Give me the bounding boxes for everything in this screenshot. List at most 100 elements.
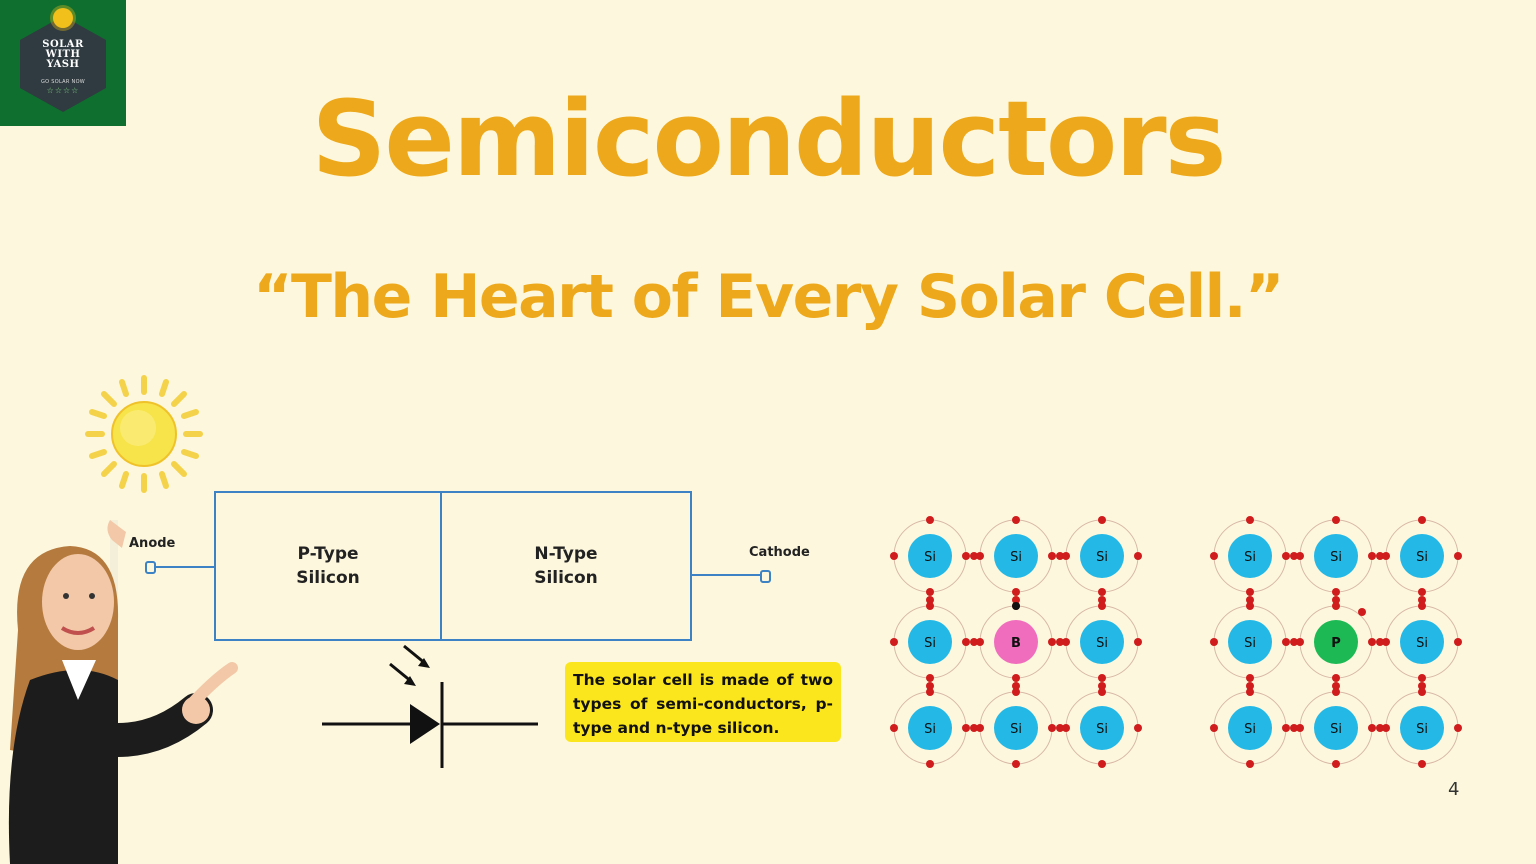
page-number: 4 [1448, 779, 1460, 800]
electron [976, 552, 984, 560]
slide-title: Semiconductors [311, 78, 1226, 200]
atom-label: Si [1244, 722, 1256, 737]
silicon-atom [1400, 534, 1444, 578]
electron [1098, 596, 1106, 604]
electron [1062, 552, 1070, 560]
electron [962, 638, 970, 646]
electron [890, 638, 898, 646]
electron [1048, 638, 1056, 646]
sun-icon [53, 8, 73, 28]
electron [926, 516, 934, 524]
electron [1290, 638, 1298, 646]
electron [1012, 516, 1020, 524]
n-type-line-1: N-Type [534, 544, 598, 564]
electron [1246, 688, 1254, 696]
electron [976, 638, 984, 646]
electron [1282, 638, 1290, 646]
electron [1048, 724, 1056, 732]
electron [1056, 724, 1064, 732]
electron [1098, 602, 1106, 610]
silicon-atom [908, 706, 952, 750]
electron [1368, 638, 1376, 646]
electron [1056, 638, 1064, 646]
electron [1290, 724, 1298, 732]
sun-icon [85, 375, 203, 493]
atom-label: Si [1244, 550, 1256, 565]
electron [926, 688, 934, 696]
dopant-label: B [1011, 636, 1021, 651]
electron [1282, 552, 1290, 560]
atom-label: Si [1096, 550, 1108, 565]
silicon-atom [1314, 534, 1358, 578]
silicon-atom [994, 706, 1038, 750]
electron [1376, 638, 1384, 646]
silicon-atom [1400, 706, 1444, 750]
electron [1296, 724, 1304, 732]
electron [926, 602, 934, 610]
electron [926, 674, 934, 682]
silicon-atom [908, 534, 952, 578]
electron [1368, 724, 1376, 732]
electron [1134, 638, 1142, 646]
anode-terminal [145, 561, 156, 574]
electron [1332, 588, 1340, 596]
silicon-atom [1228, 620, 1272, 664]
electron [1048, 552, 1056, 560]
electron [1098, 674, 1106, 682]
electron [1418, 674, 1426, 682]
anode-label: Anode [129, 536, 176, 551]
silicon-atom [1080, 706, 1124, 750]
electron [1210, 724, 1218, 732]
electron [962, 552, 970, 560]
electron [1376, 724, 1384, 732]
atom-label: Si [1330, 722, 1342, 737]
electron [1418, 688, 1426, 696]
electron [1246, 596, 1254, 604]
electron [1282, 724, 1290, 732]
electron [1210, 552, 1218, 560]
electron [1246, 760, 1254, 768]
dopant-atom [994, 620, 1038, 664]
electron [1246, 674, 1254, 682]
electron [1098, 760, 1106, 768]
atom-label: Si [1330, 550, 1342, 565]
presenter-illustration [8, 520, 238, 864]
atom-label: Si [1244, 636, 1256, 651]
photodiode-symbol [322, 644, 538, 768]
electron [1382, 638, 1390, 646]
electron [926, 760, 934, 768]
extra-electron [1358, 608, 1366, 616]
electron [1418, 760, 1426, 768]
electron [1296, 552, 1304, 560]
explanation-note: The solar cell is made of two types of s… [565, 662, 841, 742]
silicon-atom [1400, 620, 1444, 664]
silicon-atom [1228, 706, 1272, 750]
electron [1012, 674, 1020, 682]
electron [1382, 552, 1390, 560]
electron [1296, 638, 1304, 646]
electron [1246, 682, 1254, 690]
electron [1332, 760, 1340, 768]
silicon-atom [1080, 620, 1124, 664]
atom-label: Si [1010, 550, 1022, 565]
electron [926, 682, 934, 690]
electron [1012, 760, 1020, 768]
electron [970, 552, 978, 560]
electron [1098, 588, 1106, 596]
electron [1012, 596, 1020, 604]
electron [1454, 552, 1462, 560]
silicon-atom [1314, 706, 1358, 750]
electron [1056, 552, 1064, 560]
electron [1332, 674, 1340, 682]
electron [1246, 516, 1254, 524]
electron [1418, 516, 1426, 524]
electron [1368, 552, 1376, 560]
cathode-lead [692, 574, 760, 576]
electron [1332, 596, 1340, 604]
electron [926, 588, 934, 596]
brand-logo: SOLAR WITH YASH GO SOLAR NOW ☆☆☆☆ [0, 0, 126, 126]
electron [1062, 638, 1070, 646]
electron [1134, 552, 1142, 560]
logo-line-3: YASH [46, 59, 80, 70]
electron [1210, 638, 1218, 646]
